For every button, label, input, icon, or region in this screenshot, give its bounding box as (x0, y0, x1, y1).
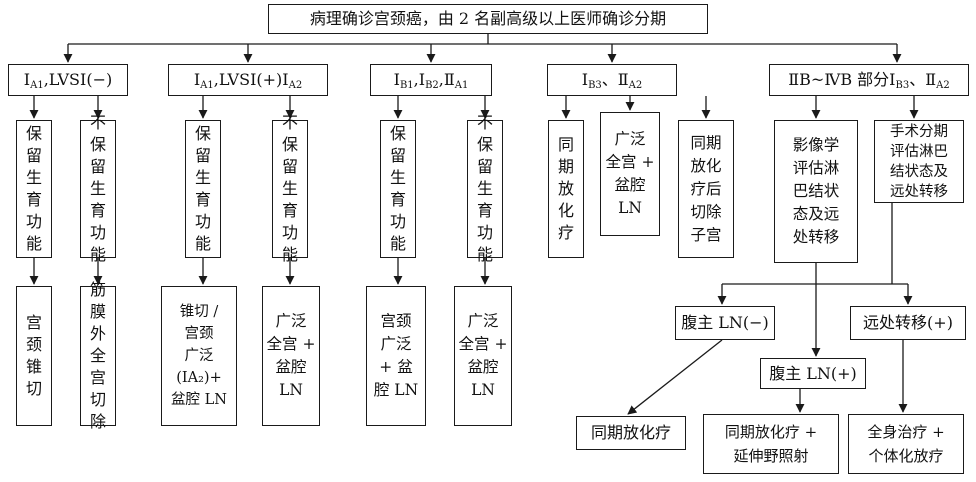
option-g2-no-fertility: 不 保 留 生 育 功 能 (272, 113, 308, 264)
option-label: 手术分期 评估淋巴 结状态及 远处转移 (890, 123, 948, 200)
root-box: 病理确诊宫颈癌，由 2 名副高级以上医师确诊分期 (268, 4, 708, 34)
treatment-g3-radical-hysterectomy: 广泛 全宫 + 盆腔 LN (454, 286, 512, 426)
option-g3-no-fertility: 不 保 留 生 育 功 能 (467, 113, 503, 264)
outcome-distant-metastasis: 远处转移(+) (850, 306, 966, 340)
stage-group-label: ⅠA1,LVSI(−) (23, 70, 113, 91)
treatment-g2-conization-or-trachelectomy: 锥切 / 宫颈 广泛 (ⅠA₂)+ 盆腔 LN (161, 286, 237, 426)
stage-subscript: A2 (288, 80, 303, 91)
root-label: 病理确诊宫颈癌，由 2 名副高级以上医师确诊分期 (309, 9, 667, 28)
final-label: 同期放化疗 (590, 423, 671, 442)
final-label: 同期放化疗 + 延伸野照射 (724, 423, 818, 465)
option-label: 广泛 全宫 + 盆腔 LN (605, 130, 655, 217)
option-label: 保 留 生 育 功 能 (194, 124, 211, 253)
option-label: 不 保 留 生 育 功 能 (89, 113, 106, 264)
treatment-label: 宫 颈 锥 切 (25, 313, 42, 398)
stage-subscript: B1 (399, 80, 414, 91)
option-label: 影像学 评估淋 巴结状 态及远 处转移 (792, 136, 840, 246)
treatment-g2-radical-hysterectomy: 广泛 全宫 + 盆腔 LN (262, 286, 320, 426)
outcome-label: 腹主 LN(−) (681, 313, 769, 332)
option-g4-chemoradiation-then-hysterectomy: 同期 放化 疗后 切除 子宫 (678, 120, 734, 258)
option-g5-surgical-staging: 手术分期 评估淋巴 结状态及 远处转移 (874, 120, 964, 203)
option-g1-no-fertility: 不 保 留 生 育 功 能 (80, 113, 116, 264)
treatment-label: 宫颈 广泛 + 盆 腔 LN (373, 312, 419, 399)
stage-group-g2: ⅠA1,LVSI(+)ⅠA2 (168, 64, 328, 96)
stage-group-label: ⅠB3、ⅡA2 (581, 70, 643, 91)
stage-group-label: ⅡB~ⅣB 部分ⅠB3、ⅡA2 (788, 70, 950, 91)
stage-group-g4: ⅠB3、ⅡA2 (547, 64, 677, 96)
stage-subscript: A1 (30, 80, 44, 91)
option-g4-concurrent-chemoradiation: 同 期 放 化 疗 (548, 120, 584, 258)
option-label: 不 保 留 生 育 功 能 (281, 113, 298, 264)
option-label: 同期 放化 疗后 切除 子宫 (690, 133, 722, 244)
stage-subscript: A2 (936, 80, 950, 91)
option-label: 不 保 留 生 育 功 能 (476, 113, 493, 264)
outcome-label: 腹主 LN(+) (769, 363, 857, 383)
stage-subscript: A1 (200, 80, 214, 91)
stage-group-g3: ⅠB1,ⅠB2,ⅡA1 (370, 64, 492, 96)
option-g5-imaging-assessment: 影像学 评估淋 巴结状 态及远 处转移 (774, 120, 858, 263)
stage-subscript: A1 (454, 80, 469, 91)
final-concurrent-chemoradiation: 同期放化疗 (576, 416, 686, 450)
option-g2-keep-fertility: 保 留 生 育 功 能 (185, 120, 221, 258)
final-label: 全身治疗 + 个体化放疗 (867, 423, 945, 465)
option-g3-keep-fertility: 保 留 生 育 功 能 (380, 120, 416, 258)
stage-subscript: B3 (588, 80, 602, 91)
treatment-label: 广泛 全宫 + 盆腔 LN (266, 312, 316, 399)
final-systemic-individualized-radiotherapy: 全身治疗 + 个体化放疗 (848, 414, 964, 474)
stage-subscript: B3 (895, 80, 910, 91)
option-g4-radical-hysterectomy: 广泛 全宫 + 盆腔 LN (600, 112, 660, 236)
stage-group-g5: ⅡB~ⅣB 部分ⅠB3、ⅡA2 (769, 64, 969, 96)
stage-group-label: ⅠA1,LVSI(+)ⅠA2 (193, 70, 303, 91)
treatment-g3-radical-trachelectomy: 宫颈 广泛 + 盆 腔 LN (366, 286, 426, 426)
treatment-g1-extrafascial-hysterectomy: 筋 膜 外 全 宫 切 除 (80, 280, 116, 431)
option-g1-keep-fertility: 保 留 生 育 功 能 (16, 120, 52, 258)
stage-subscript: A2 (628, 80, 643, 91)
option-label: 保 留 生 育 功 能 (389, 124, 406, 253)
outcome-label: 远处转移(+) (863, 313, 953, 332)
stage-group-g1: ⅠA1,LVSI(−) (8, 64, 128, 96)
treatment-label: 筋 膜 外 全 宫 切 除 (89, 280, 106, 431)
option-label: 同 期 放 化 疗 (557, 135, 574, 242)
option-label: 保 留 生 育 功 能 (25, 124, 42, 253)
outcome-para-aortic-positive: 腹主 LN(+) (760, 358, 866, 389)
stage-group-label: ⅠB1,ⅠB2,ⅡA1 (393, 70, 469, 91)
connector-para-neg-final (627, 339, 723, 415)
outcome-para-aortic-negative: 腹主 LN(−) (675, 306, 775, 340)
treatment-label: 广泛 全宫 + 盆腔 LN (458, 312, 508, 399)
stage-subscript: B2 (425, 80, 439, 91)
treatment-label: 锥切 / 宫颈 广泛 (ⅠA₂)+ 盆腔 LN (171, 304, 227, 408)
treatment-g1-cervical-conization: 宫 颈 锥 切 (16, 286, 52, 426)
final-chemoradiation-extended-field: 同期放化疗 + 延伸野照射 (703, 414, 839, 474)
